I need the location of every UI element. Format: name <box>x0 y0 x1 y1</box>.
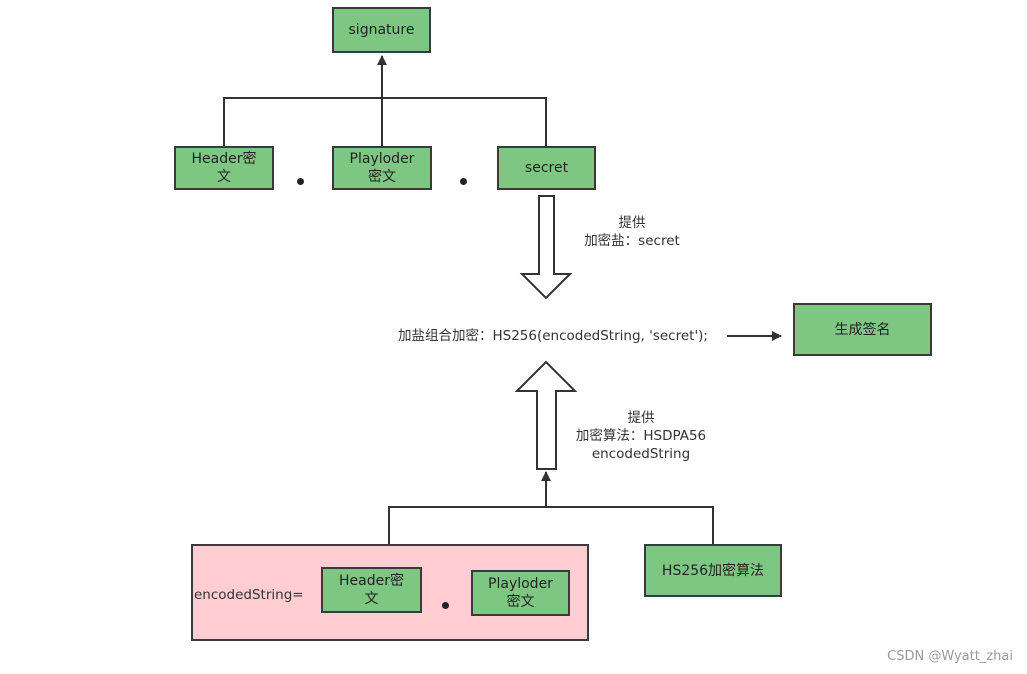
bottom-connector-line <box>388 506 714 544</box>
hs256-algorithm-node: HS256加密算法 <box>644 544 782 597</box>
payload-ciphertext-node: Playloder 密文 <box>332 146 432 190</box>
secret-node: secret <box>497 146 596 190</box>
payload-ciphertext-node: Playloder 密文 <box>471 570 570 616</box>
separator-dot <box>460 178 467 185</box>
provide-algorithm-label: 提供 加密算法：HSDPA56 encodedString <box>575 410 707 462</box>
separator-dot <box>297 178 304 185</box>
signature-node: signature <box>332 7 431 53</box>
provide-secret-label: 提供 加密盐：secret <box>584 215 680 249</box>
separator-dot <box>442 602 449 609</box>
header-ciphertext-node: Header密 文 <box>321 567 422 613</box>
hollow-arrow-down <box>519 195 573 300</box>
encoded-string-label: encodedString= <box>194 587 304 603</box>
header-ciphertext-node: Header密 文 <box>174 146 274 190</box>
csdn-watermark: CSDN @Wyatt_zhai <box>887 649 1013 664</box>
top-connector-line <box>223 97 547 146</box>
hollow-arrow-up <box>514 360 578 470</box>
combine-encrypt-label: 加盐组合加密：HS256(encodedString, 'secret'); <box>398 328 708 344</box>
generate-signature-node: 生成签名 <box>793 303 932 356</box>
